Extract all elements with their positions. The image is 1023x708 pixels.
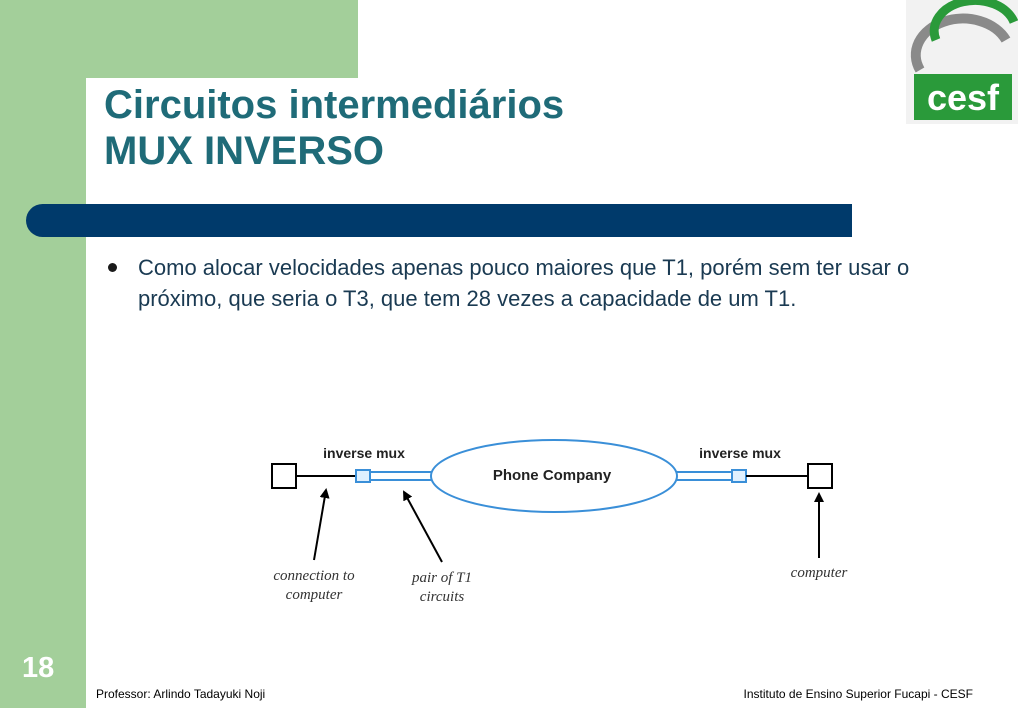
bullet-list: Como alocar velocidades apenas pouco mai… <box>108 252 958 314</box>
computer-label: computer <box>791 565 848 581</box>
title-underline-bar <box>26 204 852 237</box>
slide-number: 18 <box>22 652 55 684</box>
footer-professor: Professor: Arlindo Tadayuki Noji <box>96 687 266 701</box>
inverse-mux-label-left: inverse mux <box>323 445 405 461</box>
connection-label-line-1: connection to <box>273 568 355 584</box>
inverse-mux-diagram: Phone Company inverse mux inverse mux co… <box>271 439 848 605</box>
top-green-band <box>86 0 358 78</box>
slide-title: Circuitos intermediários MUX INVERSO <box>104 82 564 174</box>
left-inverse-mux-box <box>355 469 371 483</box>
connection-label-line-2: computer <box>286 587 343 603</box>
left-green-band <box>0 0 86 708</box>
cesf-logo-icon: cesf <box>906 0 1018 124</box>
logo-text-box <box>914 74 1012 120</box>
phone-company-cloud <box>430 439 678 513</box>
inverse-mux-label-right: inverse mux <box>699 445 781 461</box>
bullet-text: Como alocar velocidades apenas pouco mai… <box>138 255 910 311</box>
title-line-2: MUX INVERSO <box>104 129 385 173</box>
left-computer-box <box>271 463 297 489</box>
phone-company-label: Phone Company <box>493 467 612 484</box>
right-inverse-mux-box <box>731 469 747 483</box>
title-line-1: Circuitos intermediários <box>104 83 565 127</box>
logo-swoosh-green <box>929 0 1018 42</box>
right-computer-box <box>807 463 833 489</box>
t1-pair-label-line-1: pair of T1 <box>411 570 472 586</box>
bullet-dot-icon <box>108 263 117 272</box>
list-item: Como alocar velocidades apenas pouco mai… <box>108 252 958 314</box>
logo-swoosh-grey <box>910 13 1011 73</box>
footer-institute: Instituto de Ensino Superior Fucapi - CE… <box>743 687 973 701</box>
t1-pair-label-line-2: circuits <box>420 589 465 605</box>
arrow-connection <box>313 488 330 561</box>
arrow-t1-pair <box>403 490 443 563</box>
logo-text: cesf <box>927 77 1000 118</box>
